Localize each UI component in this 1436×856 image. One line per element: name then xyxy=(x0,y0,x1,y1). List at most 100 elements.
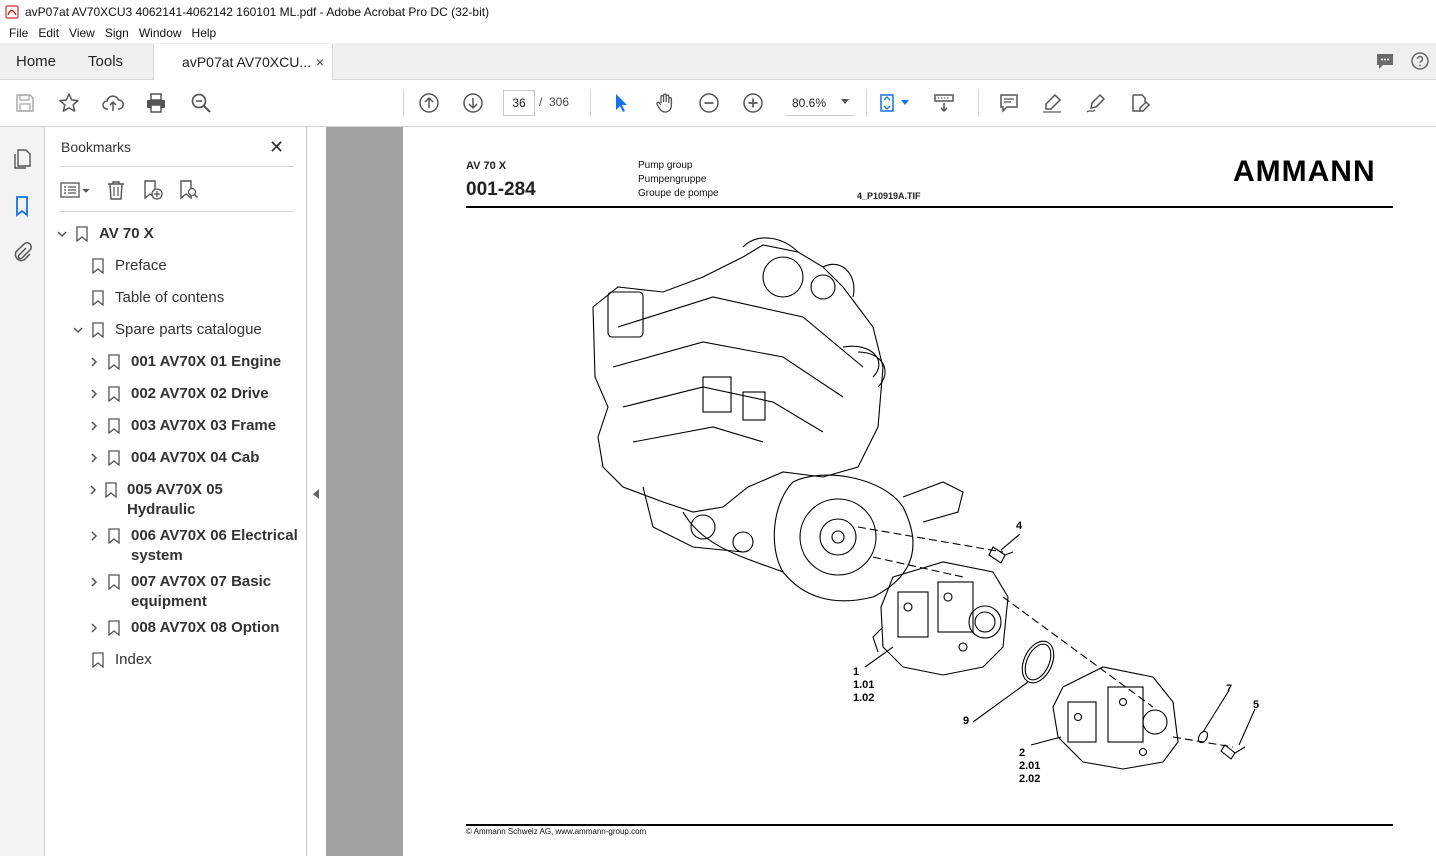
panel-collapse-handle[interactable] xyxy=(307,127,326,856)
printer-icon xyxy=(147,93,165,113)
edit-pdf-button[interactable] xyxy=(1128,91,1152,115)
bookmark-icon xyxy=(107,526,121,546)
share-upload-button[interactable] xyxy=(101,91,125,115)
toolbar-separator xyxy=(590,89,591,117)
bookmark-star-button[interactable] xyxy=(57,91,81,115)
fit-page-button[interactable] xyxy=(876,91,900,115)
highlight-button[interactable] xyxy=(1040,91,1064,115)
bookmark-item-av70x[interactable]: AV 70 X xyxy=(55,224,154,244)
bookmarks-panel-title: Bookmarks xyxy=(61,139,132,155)
menu-edit[interactable]: Edit xyxy=(38,26,60,40)
sign-button[interactable] xyxy=(1084,91,1108,115)
bookmark-icon xyxy=(107,384,121,404)
close-panel-icon[interactable]: ✕ xyxy=(269,137,285,157)
bookmark-icon xyxy=(107,448,121,468)
tab-tools[interactable]: Tools xyxy=(88,52,124,70)
menu-window[interactable]: Window xyxy=(138,26,182,40)
callout-5: 5 xyxy=(1253,699,1260,711)
zoom-in-button[interactable] xyxy=(741,91,765,115)
help-icon[interactable] xyxy=(1410,51,1430,71)
chevron-right-icon[interactable] xyxy=(87,526,101,546)
bookmark-item-index[interactable]: Index xyxy=(91,650,152,670)
bookmark-label: 008 AV70X 08 Option xyxy=(131,619,280,636)
tab-bar: Home Tools avP07at AV70XCU... × xyxy=(0,43,1436,80)
menu-view[interactable]: View xyxy=(69,26,95,40)
pump-group-drawing xyxy=(592,237,1256,770)
toolbar-separator xyxy=(403,89,404,117)
bookmark-item-electrical[interactable]: 006 AV70X 06 Electrical system xyxy=(87,526,305,566)
bookmark-item-option[interactable]: 008 AV70X 08 Option xyxy=(87,618,302,638)
chevron-right-icon[interactable] xyxy=(87,572,101,592)
comment-button[interactable] xyxy=(997,91,1021,115)
bookmark-item-engine[interactable]: 001 AV70X 01 Engine xyxy=(87,352,302,372)
new-bookmark-icon[interactable] xyxy=(141,179,163,201)
options-menu-icon[interactable] xyxy=(59,179,91,201)
bookmark-item-cab[interactable]: 004 AV70X 04 Cab xyxy=(87,448,302,468)
fit-page-dropdown-icon[interactable] xyxy=(901,100,909,105)
attachments-button[interactable] xyxy=(10,240,34,264)
menu-file[interactable]: File xyxy=(9,26,29,40)
bookmark-item-drive[interactable]: 002 AV70X 02 Drive xyxy=(87,384,302,404)
scroll-mode-icon xyxy=(934,94,954,113)
bookmarks-panel-button[interactable] xyxy=(10,194,34,218)
previous-page-button[interactable] xyxy=(417,91,441,115)
chevron-right-icon[interactable] xyxy=(87,448,101,468)
acrobat-pdf-icon xyxy=(5,5,19,18)
zoom-level-select[interactable]: 80.6% xyxy=(785,90,855,116)
document-viewport[interactable]: AV 70 X 001-284 Pump group Pumpengruppe … xyxy=(326,127,1436,856)
bookmark-item-hydraulic[interactable]: 005 AV70X 05 Hydraulic xyxy=(87,480,237,520)
next-page-button[interactable] xyxy=(461,91,485,115)
bookmark-icon xyxy=(105,480,117,500)
page-thumbnails-button[interactable] xyxy=(10,147,34,171)
callout-1-01: 1.01 xyxy=(853,679,875,691)
upload-cloud-icon xyxy=(102,95,124,111)
menu-help[interactable]: Help xyxy=(191,26,217,40)
chevron-down-icon[interactable] xyxy=(55,224,69,244)
bookmark-item-basic-equipment[interactable]: 007 AV70X 07 Basic equipment xyxy=(87,572,287,612)
close-tab-icon[interactable]: × xyxy=(315,54,325,70)
select-tool-button[interactable] xyxy=(609,91,633,115)
bookmark-icon xyxy=(107,416,121,436)
tab-document[interactable]: avP07at AV70XCU... × xyxy=(153,44,334,80)
page-footer: © Ammann Schweiz AG, www.ammann-group.co… xyxy=(466,827,647,836)
bookmark-icon xyxy=(107,352,121,372)
find-button[interactable] xyxy=(189,91,213,115)
page-number-input[interactable]: 36 xyxy=(503,90,535,116)
chevron-right-icon[interactable] xyxy=(87,618,101,638)
bookmark-ribbon-icon xyxy=(16,196,28,217)
bookmark-item-frame[interactable]: 003 AV70X 03 Frame xyxy=(87,416,302,436)
callout-2-01: 2.01 xyxy=(1019,760,1041,772)
chevron-right-icon[interactable] xyxy=(87,352,101,372)
tab-document-label: avP07at AV70XCU... xyxy=(182,54,311,70)
tab-home[interactable]: Home xyxy=(16,52,57,70)
star-icon xyxy=(59,93,79,112)
bookmark-label: Preface xyxy=(115,257,167,274)
print-button[interactable] xyxy=(144,91,168,115)
minus-circle-icon xyxy=(699,93,719,113)
chevron-right-icon[interactable] xyxy=(87,480,99,500)
delete-bookmark-icon[interactable] xyxy=(105,179,127,201)
fit-page-icon xyxy=(880,94,894,112)
menu-bar: File Edit View Sign Window Help xyxy=(0,23,1436,43)
zoom-out-button[interactable] xyxy=(697,91,721,115)
bookmarks-toolbar xyxy=(59,177,199,203)
scrolling-mode-button[interactable] xyxy=(932,91,956,115)
bookmarks-panel: Bookmarks ✕ AV 70 X Preface Table of con… xyxy=(45,127,307,856)
hand-tool-button[interactable] xyxy=(653,91,677,115)
bookmark-item-table-of-contents[interactable]: Table of contens xyxy=(91,288,224,308)
bookmark-item-preface[interactable]: Preface xyxy=(91,256,167,276)
callout-2-02: 2.02 xyxy=(1019,773,1041,785)
chevron-right-icon[interactable] xyxy=(87,416,101,436)
find-bookmark-icon[interactable] xyxy=(177,179,199,201)
menu-sign[interactable]: Sign xyxy=(104,26,129,40)
bookmark-icon xyxy=(107,572,121,592)
chevron-right-icon[interactable] xyxy=(87,384,101,404)
header-rule xyxy=(466,206,1393,208)
bookmark-icon xyxy=(107,618,121,638)
zoom-search-icon xyxy=(191,93,211,113)
hand-icon xyxy=(656,93,673,113)
comment-chat-icon[interactable] xyxy=(1374,50,1396,72)
chevron-down-icon[interactable] xyxy=(71,320,85,340)
bookmark-item-spare-parts[interactable]: Spare parts catalogue xyxy=(71,320,262,340)
save-button[interactable] xyxy=(13,91,37,115)
